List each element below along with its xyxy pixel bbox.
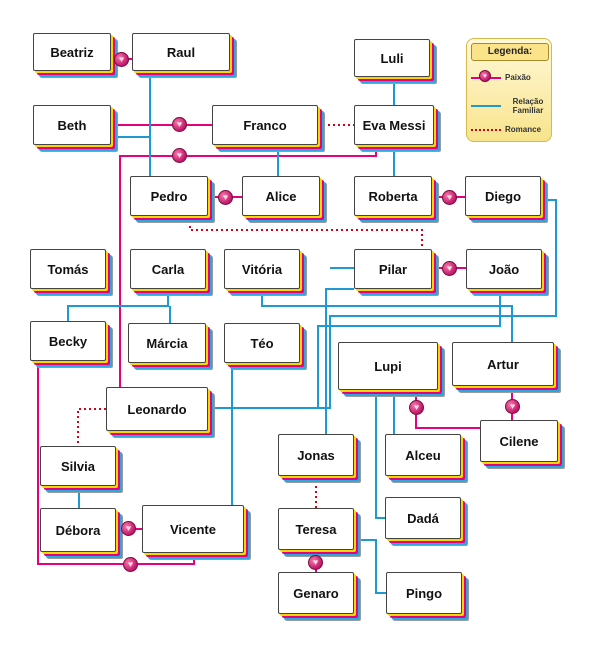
node-pilar[interactable]: Pilar — [354, 249, 432, 289]
family-line-icon — [471, 105, 501, 107]
family-line — [375, 390, 385, 519]
passion-line — [119, 145, 377, 387]
heart-icon: ♥ — [308, 555, 323, 570]
legend-romance-label: Romance — [505, 125, 542, 134]
node-diego[interactable]: Diego — [465, 176, 541, 216]
node-beth[interactable]: Beth — [33, 105, 111, 145]
heart-icon: ♥ — [114, 52, 129, 67]
heart-icon: ♥ — [505, 399, 520, 414]
heart-icon: ♥ — [123, 557, 138, 572]
heart-icon: ♥ — [442, 261, 457, 276]
heart-icon: ♥ — [442, 190, 457, 205]
family-line — [354, 539, 386, 594]
node-silvia[interactable]: Silvia — [40, 446, 116, 486]
heart-icon: ♥ — [479, 70, 491, 82]
passion-line — [37, 361, 195, 565]
family-line — [208, 199, 557, 409]
node-vitoria[interactable]: Vitória — [224, 249, 300, 289]
node-pingo[interactable]: Pingo — [386, 572, 462, 614]
node-vicente[interactable]: Vicente — [142, 505, 244, 553]
node-artur[interactable]: Artur — [452, 342, 554, 386]
romance-line — [77, 408, 106, 446]
node-jonas[interactable]: Jonas — [278, 434, 354, 476]
node-debora[interactable]: Débora — [40, 508, 116, 552]
family-line — [325, 288, 354, 434]
node-eva-messi[interactable]: Eva Messi — [354, 105, 434, 145]
passion-line — [415, 390, 480, 429]
family-line — [67, 289, 169, 321]
node-lupi[interactable]: Lupi — [338, 342, 438, 390]
node-alice[interactable]: Alice — [242, 176, 320, 216]
node-luli[interactable]: Luli — [354, 39, 430, 77]
node-leonardo[interactable]: Leonardo — [106, 387, 208, 431]
node-becky[interactable]: Becky — [30, 321, 106, 361]
heart-icon: ♥ — [121, 521, 136, 536]
node-genaro[interactable]: Genaro — [278, 572, 354, 614]
family-line — [261, 289, 513, 342]
node-carla[interactable]: Carla — [130, 249, 206, 289]
legend-family-label: Relação Familiar — [512, 97, 544, 115]
node-teresa[interactable]: Teresa — [278, 508, 354, 550]
romance-line-icon — [471, 129, 501, 131]
node-raul[interactable]: Raul — [132, 33, 230, 71]
heart-icon: ♥ — [172, 148, 187, 163]
legend-passion-label: Paixão — [505, 73, 531, 82]
node-cilene[interactable]: Cilene — [480, 420, 558, 462]
node-beatriz[interactable]: Beatriz — [33, 33, 111, 71]
family-line — [317, 289, 501, 408]
legend-title: Legenda: — [471, 43, 549, 61]
heart-icon: ♥ — [218, 190, 233, 205]
node-tomas[interactable]: Tomás — [30, 249, 106, 289]
node-joao[interactable]: João — [466, 249, 542, 289]
node-roberta[interactable]: Roberta — [354, 176, 432, 216]
node-teo[interactable]: Téo — [224, 323, 300, 363]
heart-icon: ♥ — [172, 117, 187, 132]
node-alceu[interactable]: Alceu — [385, 434, 461, 476]
heart-icon: ♥ — [409, 400, 424, 415]
node-franco[interactable]: Franco — [212, 105, 318, 145]
node-dada[interactable]: Dadá — [385, 497, 461, 539]
node-marcia[interactable]: Márcia — [128, 323, 206, 363]
romance-line — [189, 216, 423, 249]
legend: Legenda: ♥ Paixão Relação Familiar Roman… — [466, 38, 552, 142]
node-pedro[interactable]: Pedro — [130, 176, 208, 216]
